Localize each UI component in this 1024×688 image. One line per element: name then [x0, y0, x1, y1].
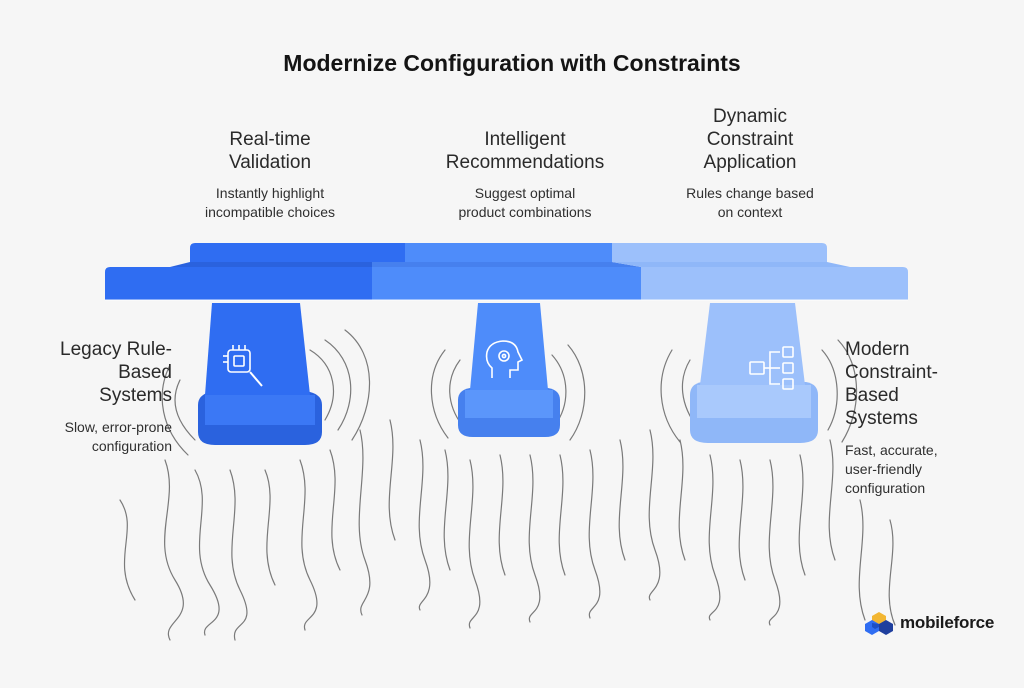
legacy-systems-description: Slow, error-prone configuration	[20, 418, 172, 456]
flow-nodes-icon	[749, 346, 794, 390]
feature-description-line: Suggest optimal	[474, 185, 576, 201]
feature-heading-line: Real-time	[229, 129, 311, 150]
feature-heading-line: Constraint	[706, 129, 794, 150]
side-description-line: configuration	[845, 480, 926, 496]
cpu-search-icon	[223, 345, 263, 387]
feature-intelligent-recommendations: Intelligent Recommendations Suggest opti…	[405, 128, 645, 222]
side-description-line: Slow, error-prone	[64, 419, 172, 435]
feature-description-line: Rules change based	[686, 185, 814, 201]
legacy-systems-heading: Legacy Rule- Based Systems	[20, 338, 172, 407]
bridge-deck-right	[641, 267, 908, 300]
side-description-line: Fast, accurate,	[845, 442, 938, 458]
modern-systems-heading: Modern Constraint- Based Systems	[845, 338, 1015, 430]
feature-description-line: incompatible choices	[205, 204, 335, 220]
bridge-upper-left	[190, 243, 405, 262]
feature-realtime-validation: Real-time Validation Instantly highlight…	[170, 128, 370, 222]
side-heading-line: Modern	[845, 339, 910, 360]
feature-description: Suggest optimal product combinations	[405, 184, 645, 222]
feature-heading: Dynamic Constraint Application	[650, 105, 850, 174]
bridge-bevel-left	[170, 262, 372, 267]
feature-heading-line: Intelligent	[484, 129, 566, 150]
ground-lines	[119, 329, 896, 641]
modern-systems-label: Modern Constraint- Based Systems Fast, a…	[845, 338, 1015, 498]
side-heading-line: Systems	[99, 385, 172, 406]
bridge-deck-middle	[372, 267, 641, 300]
feature-description: Rules change based on context	[650, 184, 850, 222]
pillar-right	[690, 303, 818, 443]
mobileforce-logo: mobileforce	[864, 610, 994, 636]
side-heading-line: Based	[118, 362, 172, 383]
bridge-upper-right	[612, 243, 827, 262]
pillar-middle	[458, 303, 560, 437]
page-title: Modernize Configuration with Constraints	[283, 50, 741, 76]
feature-description-line: product combinations	[458, 204, 592, 220]
feature-heading: Intelligent Recommendations	[405, 128, 645, 174]
mobileforce-logo-icon	[865, 612, 893, 635]
feature-dynamic-constraint-application: Dynamic Constraint Application Rules cha…	[650, 105, 850, 222]
pillar-left	[198, 303, 322, 445]
feature-description-line: Instantly highlight	[215, 185, 325, 201]
side-description-line: user-friendly	[845, 461, 923, 477]
bridge-bevel-middle	[372, 262, 641, 267]
modern-systems-description: Fast, accurate, user-friendly configurat…	[845, 441, 1015, 498]
feature-heading-line: Application	[703, 152, 797, 173]
bridge-upper-middle	[405, 243, 612, 262]
feature-description: Instantly highlight incompatible choices	[170, 184, 370, 222]
legacy-systems-label: Legacy Rule- Based Systems Slow, error-p…	[20, 338, 172, 456]
side-description-line: configuration	[91, 438, 172, 454]
mobileforce-logo-text: mobileforce	[900, 613, 995, 632]
head-gear-icon	[485, 340, 524, 378]
feature-heading: Real-time Validation	[170, 128, 370, 174]
side-heading-line: Based	[845, 385, 899, 406]
bridge-deck-left	[105, 267, 372, 300]
feature-heading-line: Dynamic	[713, 106, 787, 127]
side-heading-line: Systems	[845, 408, 918, 429]
side-heading-line: Constraint-	[845, 362, 938, 383]
feature-description-line: on context	[717, 204, 783, 220]
feature-heading-line: Recommendations	[445, 152, 605, 173]
bridge-bevel-right	[612, 262, 850, 267]
side-heading-line: Legacy Rule-	[60, 339, 172, 360]
feature-heading-line: Validation	[228, 152, 312, 173]
